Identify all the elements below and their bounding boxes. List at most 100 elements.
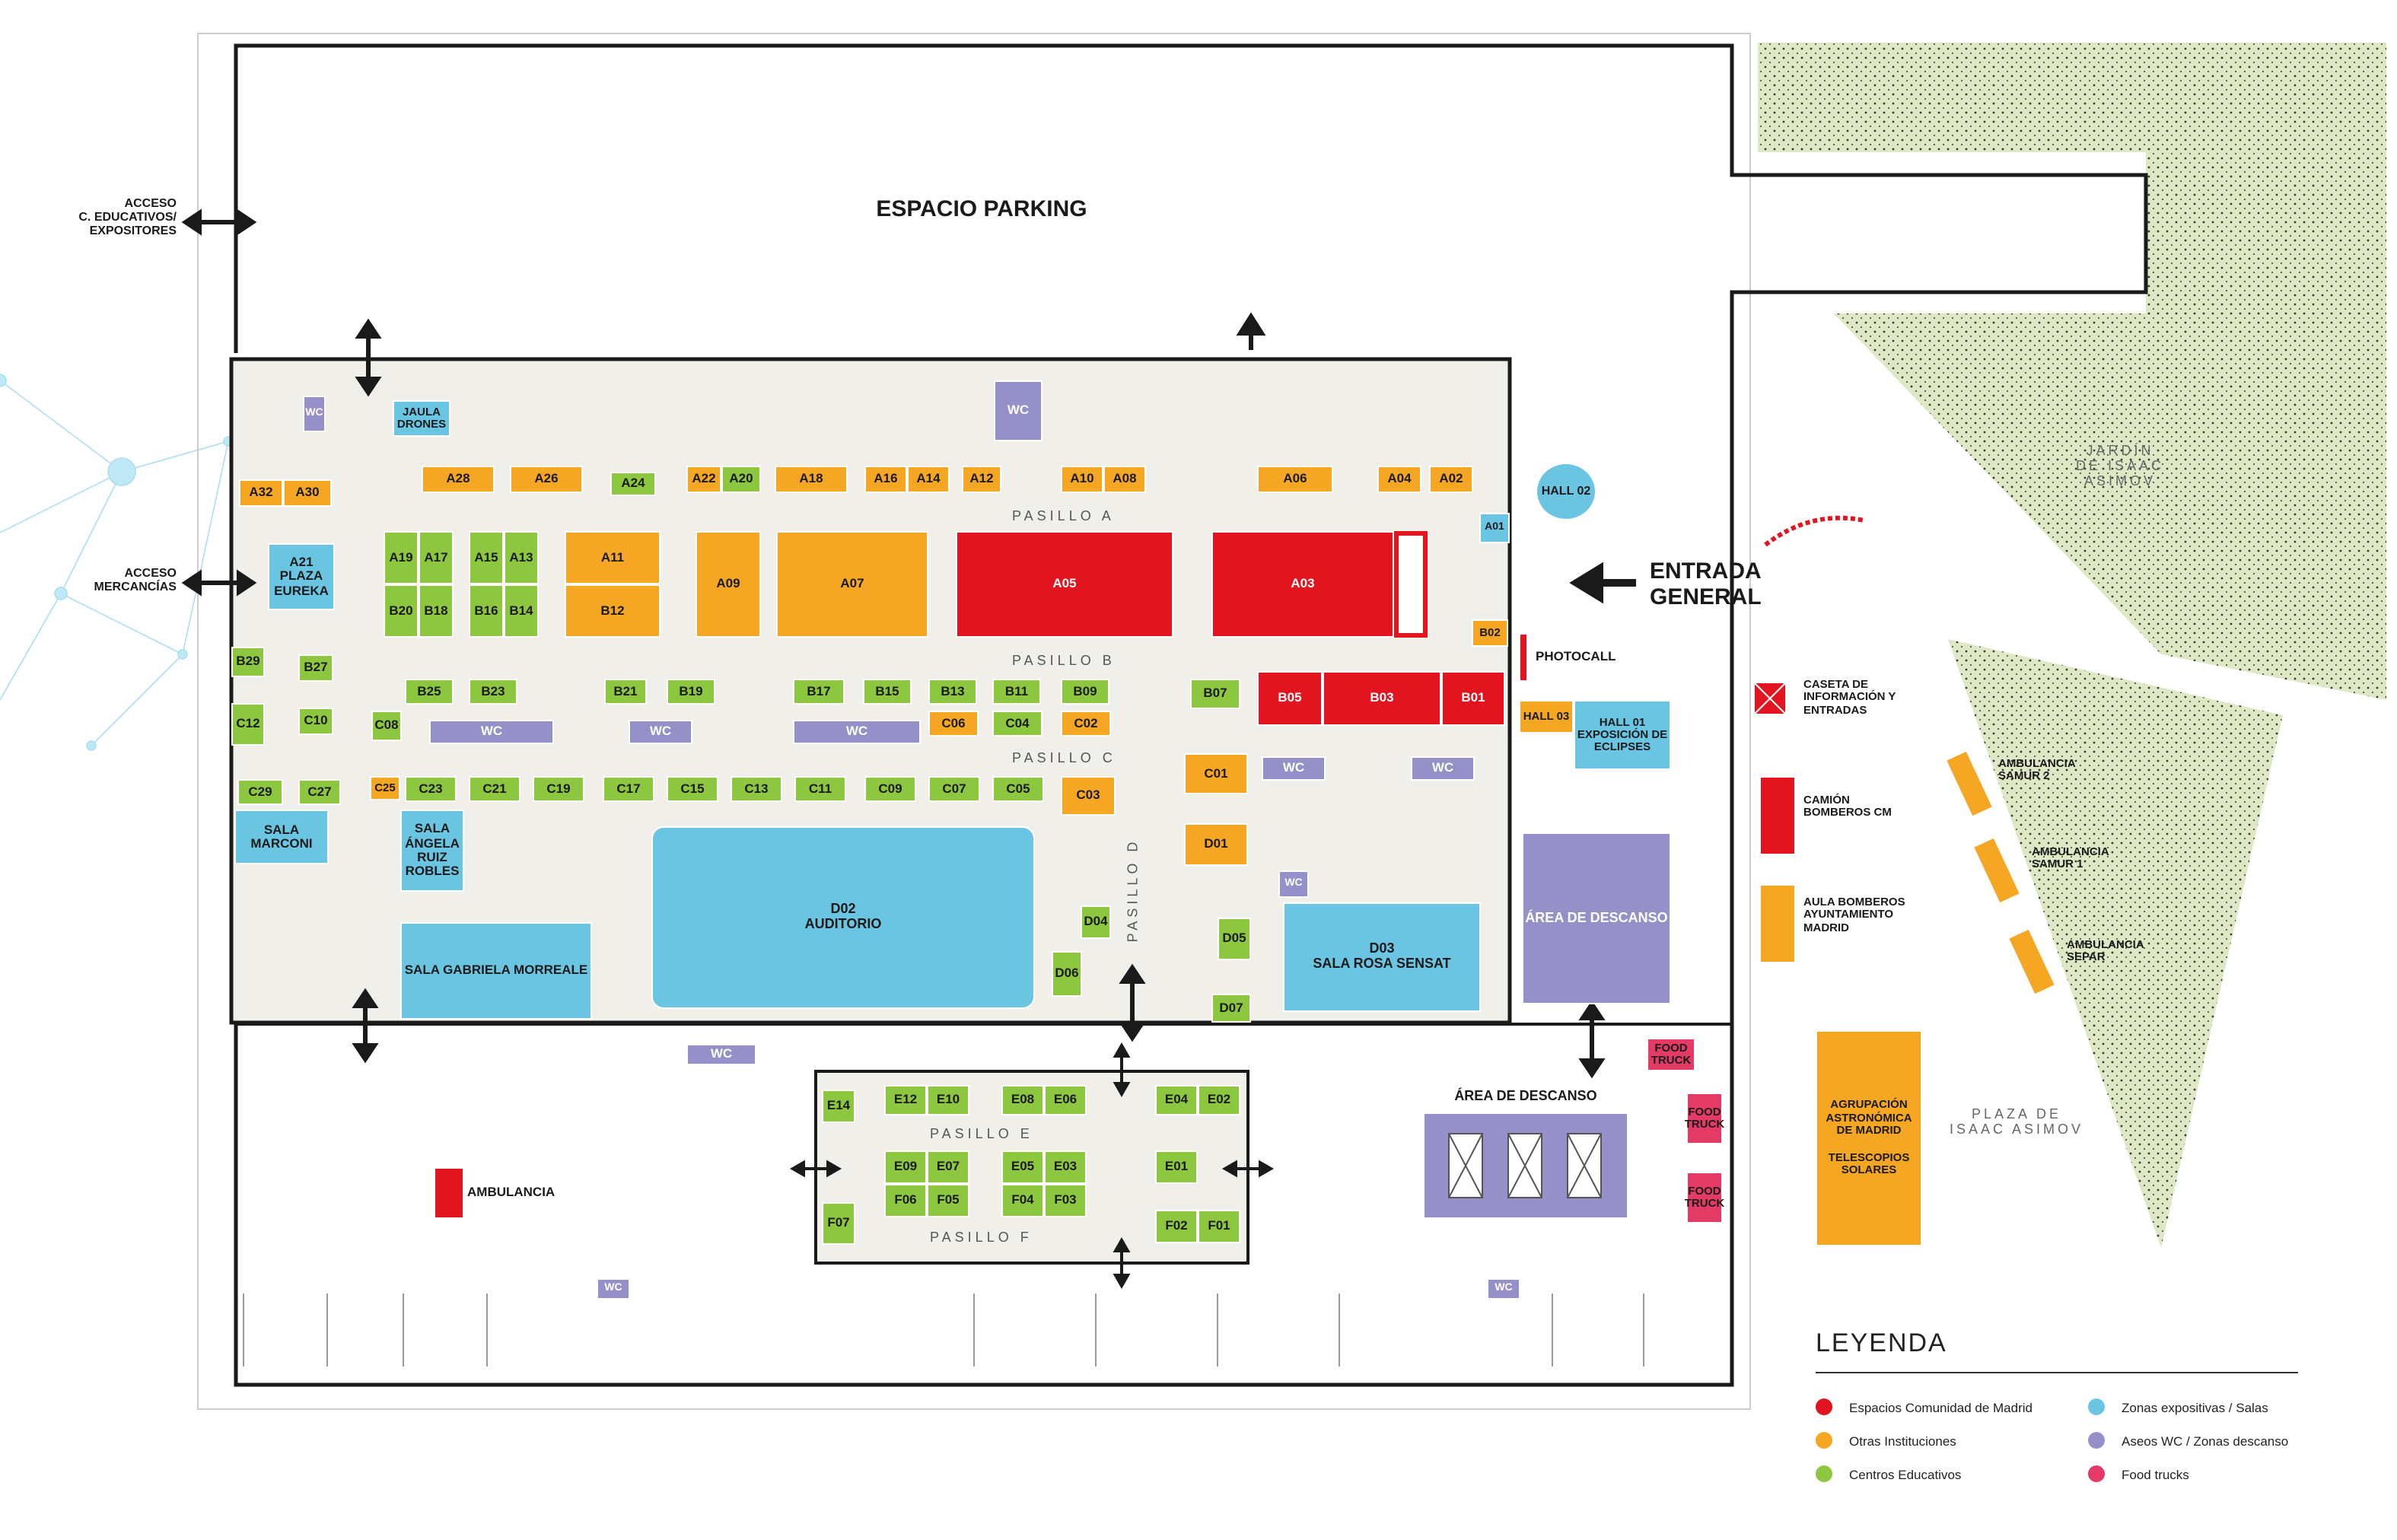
stand-c07[interactable]: C07	[928, 776, 980, 802]
stand-c10[interactable]: C10	[298, 708, 333, 735]
stand-a10[interactable]: A10	[1061, 466, 1103, 493]
stand-c05[interactable]: C05	[992, 776, 1044, 802]
sala-angela-ruiz-robles[interactable]: SALA ÁNGELA RUIZ ROBLES	[400, 810, 464, 892]
hall-01-eclipses[interactable]: HALL 01 EXPOSICIÓN DE ECLIPSES	[1574, 700, 1671, 770]
wc-2[interactable]: WC	[994, 380, 1043, 441]
stand-e06[interactable]: E06	[1044, 1085, 1087, 1115]
stand-a14[interactable]: A14	[907, 466, 950, 493]
stand-e10[interactable]: E10	[927, 1085, 969, 1115]
stand-d01[interactable]: D01	[1184, 823, 1248, 866]
stand-b03[interactable]: B03	[1323, 671, 1441, 726]
wc-7[interactable]: WC	[1411, 756, 1475, 781]
stand-a12[interactable]: A12	[962, 466, 1001, 493]
stand-b14[interactable]: B14	[504, 584, 539, 638]
wc-4[interactable]: WC	[629, 720, 692, 744]
stand-b15[interactable]: B15	[863, 679, 912, 705]
stand-c11[interactable]: C11	[794, 776, 846, 802]
stand-a03[interactable]: A03	[1211, 531, 1394, 638]
stand-b27[interactable]: B27	[298, 654, 333, 682]
stand-d06[interactable]: D06	[1052, 951, 1082, 997]
wc-1[interactable]: WC	[303, 396, 326, 432]
stand-b12[interactable]: B12	[565, 584, 661, 638]
stand-a26[interactable]: A26	[510, 466, 583, 493]
stand-f01[interactable]: F01	[1198, 1210, 1240, 1243]
stand-b29[interactable]: B29	[231, 647, 265, 677]
stand-a32[interactable]: A32	[239, 479, 283, 507]
stand-a13[interactable]: A13	[504, 531, 539, 584]
stand-e14[interactable]: E14	[822, 1090, 855, 1123]
stand-a19[interactable]: A19	[384, 531, 419, 584]
stand-b07[interactable]: B07	[1190, 679, 1240, 709]
stand-e12[interactable]: E12	[884, 1085, 927, 1115]
wc-6[interactable]: WC	[1262, 756, 1326, 781]
stand-c01[interactable]: C01	[1184, 753, 1248, 794]
stand-d07[interactable]: D07	[1211, 994, 1251, 1023]
stand-b17[interactable]: B17	[793, 679, 845, 705]
jaula-drones[interactable]: JAULA DRONES	[393, 400, 450, 437]
stand-a15[interactable]: A15	[469, 531, 504, 584]
stand-b05[interactable]: B05	[1257, 671, 1323, 726]
stand-f05[interactable]: F05	[927, 1184, 969, 1217]
stand-c21[interactable]: C21	[469, 776, 520, 802]
stand-b02[interactable]: B02	[1472, 619, 1508, 647]
hall-03[interactable]: HALL 03	[1519, 700, 1574, 733]
wc-3[interactable]: WC	[429, 720, 554, 744]
stand-e04[interactable]: E04	[1155, 1085, 1198, 1115]
stand-c08[interactable]: C08	[371, 711, 402, 741]
stand-a09[interactable]: A09	[696, 531, 761, 638]
area-descanso-upper[interactable]: ÁREA DE DESCANSO	[1522, 832, 1671, 1004]
stand-a04[interactable]: A04	[1377, 466, 1421, 493]
food-truck-2[interactable]: FOOD TRUCK	[1685, 1093, 1724, 1144]
stand-c04[interactable]: C04	[992, 711, 1043, 737]
stand-a28[interactable]: A28	[422, 466, 495, 493]
stand-a18[interactable]: A18	[775, 466, 848, 493]
area-descanso-lower[interactable]	[1423, 1112, 1628, 1219]
stand-b18[interactable]: B18	[419, 584, 454, 638]
stand-a24[interactable]: A24	[610, 472, 656, 496]
stand-c06[interactable]: C06	[928, 711, 979, 737]
stand-c23[interactable]: C23	[405, 776, 457, 802]
stand-a20[interactable]: A20	[721, 466, 761, 493]
stand-c25[interactable]: C25	[370, 776, 400, 800]
stand-a05[interactable]: A05	[956, 531, 1173, 638]
stand-c17[interactable]: C17	[603, 776, 654, 802]
stand-e07[interactable]: E07	[927, 1150, 969, 1184]
stand-c15[interactable]: C15	[667, 776, 718, 802]
stand-b25[interactable]: B25	[405, 679, 454, 705]
stand-c02[interactable]: C02	[1061, 711, 1111, 737]
sala-gabriela-morreale[interactable]: SALA GABRIELA MORREALE	[400, 922, 592, 1020]
stand-c27[interactable]: C27	[298, 779, 341, 805]
stand-e08[interactable]: E08	[1001, 1085, 1044, 1115]
wc-10[interactable]: WC	[597, 1278, 630, 1300]
stand-a08[interactable]: A08	[1103, 466, 1146, 493]
stand-e02[interactable]: E02	[1198, 1085, 1240, 1115]
stand-c03[interactable]: C03	[1061, 776, 1116, 816]
stand-b16[interactable]: B16	[469, 584, 504, 638]
stand-b21[interactable]: B21	[604, 679, 647, 705]
stand-a02[interactable]: A02	[1429, 466, 1473, 493]
stand-b13[interactable]: B13	[928, 679, 977, 705]
stand-a01[interactable]: A01	[1479, 513, 1510, 543]
stand-a16[interactable]: A16	[864, 466, 907, 493]
stand-a06[interactable]: A06	[1257, 466, 1333, 493]
stand-f03[interactable]: F03	[1044, 1184, 1087, 1217]
wc-11[interactable]: WC	[1487, 1278, 1520, 1300]
wc-5[interactable]: WC	[793, 720, 921, 744]
stand-c12[interactable]: C12	[231, 703, 265, 746]
stand-b23[interactable]: B23	[469, 679, 517, 705]
stand-f02[interactable]: F02	[1155, 1210, 1198, 1243]
sala-marconi[interactable]: SALA MARCONI	[234, 810, 329, 864]
stand-e01[interactable]: E01	[1155, 1150, 1198, 1184]
stand-a07[interactable]: A07	[776, 531, 928, 638]
stand-c19[interactable]: C19	[533, 776, 584, 802]
stand-e09[interactable]: E09	[884, 1150, 927, 1184]
stand-b09[interactable]: B09	[1061, 679, 1109, 705]
stand-f04[interactable]: F04	[1001, 1184, 1044, 1217]
stand-c09[interactable]: C09	[864, 776, 916, 802]
wc-8[interactable]: WC	[1278, 870, 1309, 898]
hall-02[interactable]: HALL 02	[1536, 463, 1596, 520]
